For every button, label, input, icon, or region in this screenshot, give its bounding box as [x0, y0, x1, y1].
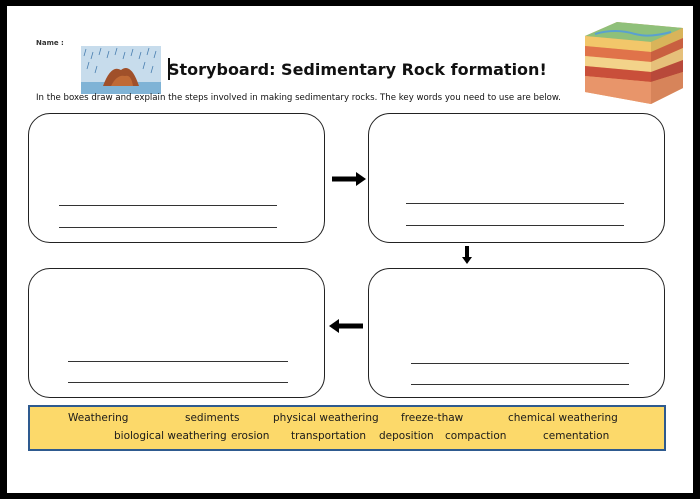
- keyword: deposition: [379, 430, 434, 442]
- storyboard-box-2[interactable]: [368, 113, 665, 243]
- keyword: compaction: [445, 430, 507, 442]
- keyword: biological weathering: [114, 430, 227, 442]
- keyword: chemical weathering: [508, 412, 618, 424]
- writing-line: [68, 361, 288, 362]
- keyword: transportation: [291, 430, 367, 442]
- rain-landscape-icon: [81, 46, 161, 94]
- arrow-down-icon: [462, 246, 472, 264]
- keyword: Weathering: [68, 412, 129, 424]
- writing-line: [59, 205, 277, 206]
- rock-strata-icon: [585, 22, 683, 104]
- keyword: physical weathering: [273, 412, 379, 424]
- page-title: Storyboard: Sedimentary Rock formation!: [168, 60, 547, 79]
- keyword: erosion: [231, 430, 270, 442]
- writing-line: [411, 363, 629, 364]
- writing-line: [68, 382, 288, 383]
- keywords-box: Weathering sediments physical weathering…: [28, 405, 666, 451]
- writing-line: [411, 384, 629, 385]
- keyword: freeze-thaw: [401, 412, 464, 424]
- writing-line: [59, 227, 277, 228]
- worksheet-page: Name : Storyboard: Sedimentary Rock form…: [7, 6, 693, 493]
- writing-line: [406, 203, 624, 204]
- arrow-right-icon: [332, 172, 366, 186]
- text-cursor: [168, 58, 170, 80]
- storyboard-box-4[interactable]: [368, 268, 665, 398]
- instructions-text: In the boxes draw and explain the steps …: [36, 93, 561, 103]
- storyboard-box-1[interactable]: [28, 113, 325, 243]
- keyword: sediments: [185, 412, 240, 424]
- keyword: cementation: [543, 430, 610, 442]
- name-label: Name :: [36, 39, 64, 47]
- writing-line: [406, 225, 624, 226]
- storyboard-box-3[interactable]: [28, 268, 325, 398]
- arrow-left-icon: [329, 319, 363, 333]
